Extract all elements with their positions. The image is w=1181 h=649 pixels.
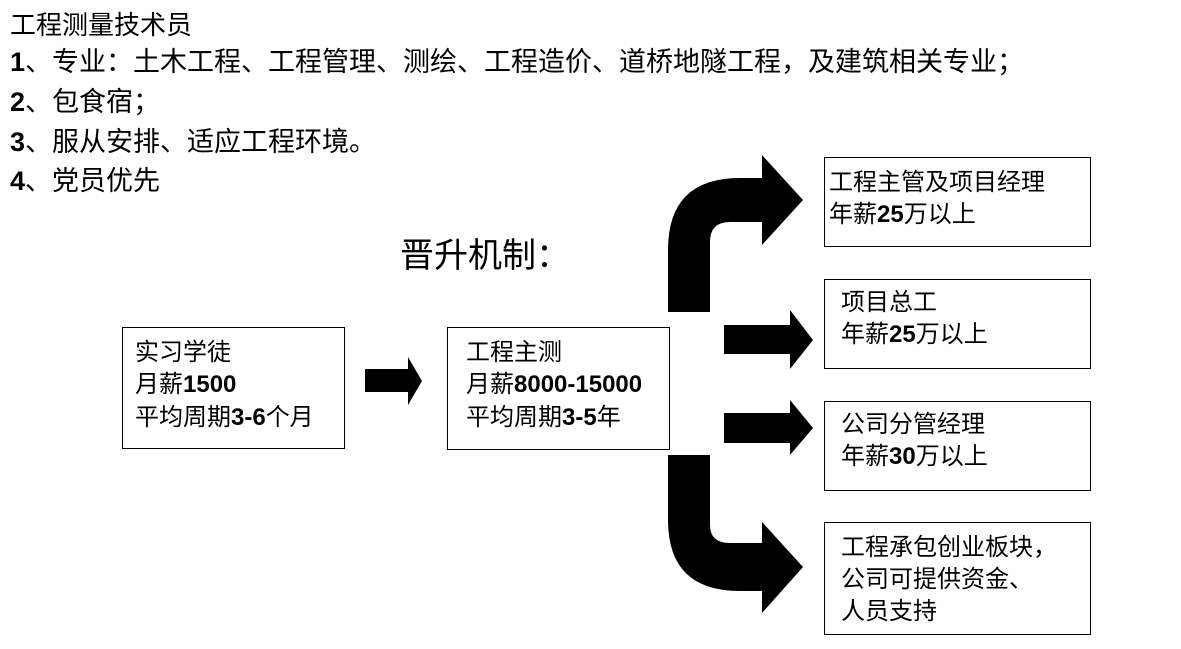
requirement-separator: 、 bbox=[25, 127, 53, 158]
requirement-number: 3 bbox=[10, 127, 26, 157]
stage-period: 平均周期3-6个月 bbox=[135, 401, 344, 434]
requirement-number: 1 bbox=[10, 47, 26, 77]
period-value: 3-5 bbox=[562, 404, 597, 431]
outcome-role: 公司分管经理 bbox=[841, 410, 985, 438]
arrow-right-icon bbox=[724, 400, 813, 455]
requirement-text: 专业：土木工程、工程管理、测绘、工程造价、道桥地隧工程，及建筑相关专业； bbox=[52, 47, 1025, 78]
outcome-text-line: 工程承包创业板块， bbox=[841, 533, 1057, 561]
requirement-number: 2 bbox=[10, 87, 26, 117]
salary-label: 年薪 bbox=[829, 200, 877, 228]
outcome-text-line: 人员支持 bbox=[841, 597, 937, 625]
stage-box-intern: 实习学徒 月薪1500 平均周期3-6个月 bbox=[122, 327, 345, 449]
outcome-salary: 年薪30万以上 bbox=[841, 440, 1090, 473]
salary-unit: 万以上 bbox=[903, 200, 976, 228]
salary-value: 25 bbox=[889, 321, 916, 348]
stage-period: 平均周期3-5年 bbox=[466, 401, 669, 434]
salary-unit: 万以上 bbox=[915, 320, 988, 348]
salary-label: 年薪 bbox=[841, 320, 889, 348]
salary-label: 年薪 bbox=[841, 442, 889, 470]
requirement-text: 党员优先 bbox=[52, 166, 161, 197]
salary-unit: 万以上 bbox=[915, 442, 988, 470]
requirement-text: 包食宿； bbox=[52, 87, 161, 118]
promotion-heading: 晋升机制： bbox=[400, 236, 570, 276]
outcome-box-project-manager: 工程主管及项目经理 年薪25万以上 bbox=[824, 157, 1091, 247]
curved-arrow-down-right-icon bbox=[668, 455, 803, 613]
outcome-box-contracting: 工程承包创业板块， 公司可提供资金、 人员支持 bbox=[824, 522, 1091, 635]
requirement-number: 4 bbox=[10, 166, 26, 196]
arrow-right-icon bbox=[724, 310, 813, 369]
requirement-text: 服从安排、适应工程环境。 bbox=[52, 127, 377, 158]
period-value: 3-6 bbox=[231, 404, 266, 431]
outcome-box-branch-manager: 公司分管经理 年薪30万以上 bbox=[824, 401, 1091, 491]
salary-value: 8000-15000 bbox=[514, 371, 643, 398]
requirement-item: 3、服从安排、适应工程环境。 bbox=[10, 124, 376, 161]
requirement-item: 4、党员优先 bbox=[10, 163, 160, 200]
period-unit: 年 bbox=[596, 403, 621, 431]
outcome-text-line: 公司可提供资金、 bbox=[841, 565, 1033, 593]
stage-role: 工程主测 bbox=[466, 338, 562, 366]
salary-value: 1500 bbox=[183, 371, 237, 398]
requirement-item: 1、专业：土木工程、工程管理、测绘、工程造价、道桥地隧工程，及建筑相关专业； bbox=[10, 44, 1024, 81]
requirement-item: 2、包食宿； bbox=[10, 84, 160, 121]
requirement-separator: 、 bbox=[25, 47, 53, 78]
outcome-role: 工程主管及项目经理 bbox=[829, 168, 1045, 196]
requirement-separator: 、 bbox=[25, 166, 53, 197]
requirement-separator: 、 bbox=[25, 87, 53, 118]
arrow-right-icon bbox=[365, 357, 422, 405]
period-label: 平均周期 bbox=[135, 403, 231, 431]
salary-label: 月薪 bbox=[135, 370, 183, 398]
outcome-box-chief-engineer: 项目总工 年薪25万以上 bbox=[824, 279, 1091, 369]
stage-box-chief-surveyor: 工程主测 月薪8000-15000 平均周期3-5年 bbox=[447, 327, 670, 450]
stage-salary: 月薪1500 bbox=[135, 368, 344, 401]
outcome-salary: 年薪25万以上 bbox=[829, 198, 1090, 231]
curved-arrow-up-right-icon bbox=[668, 155, 803, 312]
outcome-role: 项目总工 bbox=[841, 288, 937, 316]
stage-role: 实习学徒 bbox=[135, 338, 231, 366]
page-title: 工程测量技术员 bbox=[10, 11, 193, 41]
salary-label: 月薪 bbox=[466, 370, 514, 398]
stage-salary: 月薪8000-15000 bbox=[466, 368, 669, 401]
salary-value: 30 bbox=[889, 443, 916, 470]
salary-value: 25 bbox=[877, 201, 904, 228]
period-label: 平均周期 bbox=[466, 403, 562, 431]
outcome-salary: 年薪25万以上 bbox=[841, 318, 1090, 351]
period-unit: 个月 bbox=[265, 403, 314, 431]
